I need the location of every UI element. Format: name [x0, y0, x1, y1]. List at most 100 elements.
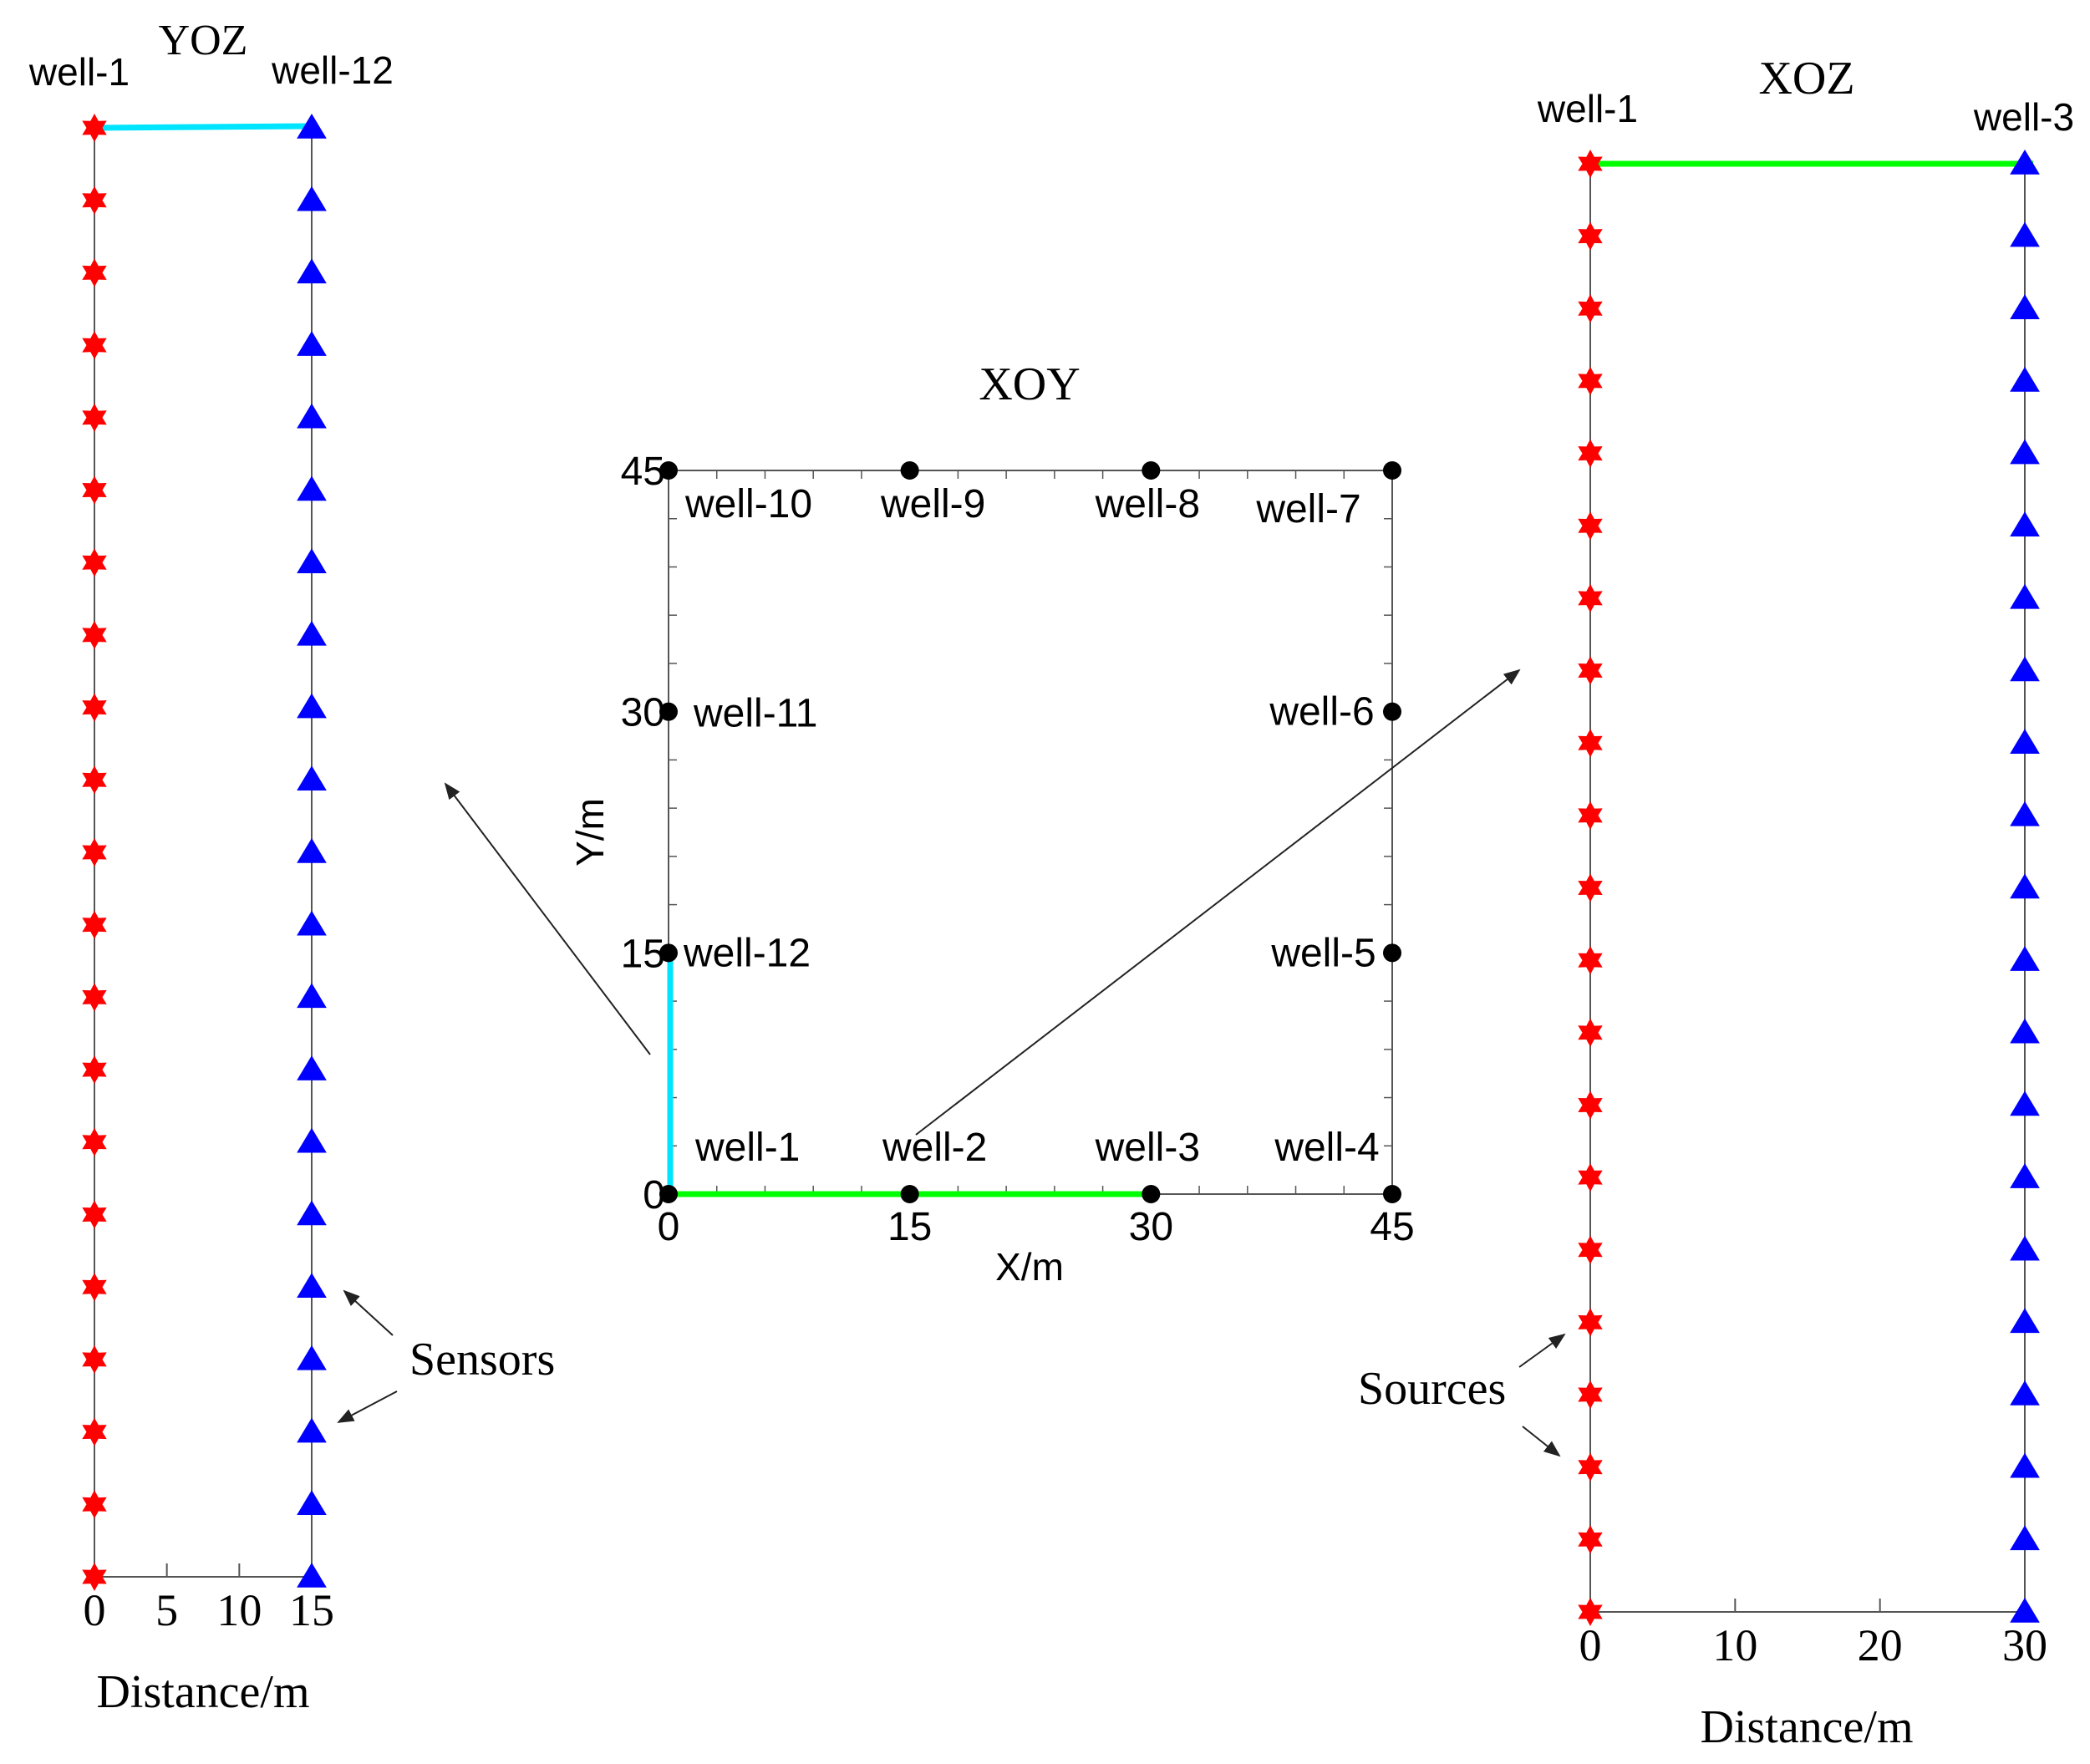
xoz-source-marker [1578, 294, 1603, 323]
yoz-x-tick-label: 10 [216, 1585, 262, 1635]
xoz-title: XOZ [1758, 53, 1854, 104]
xoy-x-tick-label: 15 [887, 1205, 932, 1249]
xoz-sensor-marker [2010, 511, 2040, 536]
yoz-source-marker [82, 548, 107, 577]
xoz-left-well-label: well-1 [1537, 87, 1638, 130]
xoy-well-label: well-11 [693, 692, 818, 736]
xoz-source-marker [1578, 1452, 1603, 1482]
yoz-source-marker [82, 1273, 107, 1302]
xoz-right-well-label: well-3 [1973, 95, 2074, 139]
xoz-source-marker [1578, 1163, 1603, 1192]
yoz-sensor-marker [297, 475, 327, 501]
xoy-well-dot [1383, 702, 1401, 721]
xoz-sensor-marker [2010, 439, 2040, 465]
yoz-sensor-markers [297, 114, 327, 1588]
yoz-sensor-marker [297, 838, 327, 863]
xoy-well-dot [900, 461, 919, 480]
xoy-plot-frame [668, 470, 1393, 1195]
yoz-source-marker [82, 186, 107, 215]
xoz-sensor-marker [2010, 1235, 2040, 1261]
xoz-x-axis-label: Distance/m [1700, 1701, 1913, 1753]
yoz-source-marker [82, 331, 107, 360]
xoz-sensor-marker [2010, 294, 2040, 320]
yoz-sensor-marker [297, 258, 327, 284]
xoz-source-marker [1578, 873, 1603, 902]
xoz-source-marker [1578, 946, 1603, 975]
xoz-x-tick-label: 20 [1858, 1620, 1903, 1670]
xoy-well-dot [900, 1185, 919, 1203]
xoy-y-tick-label: 30 [621, 691, 665, 735]
xoz-source-markers [1578, 150, 1603, 1626]
yoz-sensors-arrow-lower [337, 1390, 398, 1423]
xoz-sensor-marker [2010, 1598, 2040, 1623]
xoz-sensor-markers [2010, 150, 2040, 1623]
xoy-well-label: well-8 [1095, 482, 1200, 526]
yoz-sensor-marker [297, 1345, 327, 1370]
xoy-well-dot [1383, 943, 1401, 963]
xoy-well-label: well-5 [1270, 931, 1376, 975]
yoz-sensor-marker [297, 1055, 327, 1080]
xoy-well-dot [659, 461, 678, 480]
xoy-well-dot [1383, 1185, 1401, 1203]
yoz-sensor-marker [297, 1417, 327, 1443]
xoz-source-marker [1578, 150, 1603, 178]
yoz-source-marker [82, 910, 107, 939]
xoz-x-tick-label: 0 [1579, 1620, 1602, 1670]
yoz-sensor-marker [297, 548, 327, 573]
xoy-x-tick-label: 0 [658, 1205, 680, 1249]
yoz-sensor-marker [297, 1127, 327, 1153]
xoy-well-dot [659, 1185, 678, 1203]
xoy-well-dot [659, 943, 678, 963]
xoz-source-marker [1578, 729, 1603, 758]
xoz-sensor-marker [2010, 1452, 2040, 1478]
yoz-sensors-annotation: Sensors [409, 1334, 555, 1385]
xoy-well-label: well-4 [1274, 1126, 1379, 1170]
yoz-source-marker [82, 1345, 107, 1374]
xoz-sensor-marker [2010, 873, 2040, 899]
xoz-sources-arrow-lower [1522, 1426, 1561, 1457]
yoz-left-well-label: well-1 [28, 50, 130, 94]
xoz-sources-annotation: Sources [1358, 1363, 1506, 1415]
xoz-sensor-marker [2010, 729, 2040, 754]
yoz-source-marker [82, 1127, 107, 1157]
xoz-sensor-marker [2010, 1090, 2040, 1116]
xoy-arrow-to-yoz [444, 782, 651, 1055]
yoz-source-marker [82, 403, 107, 432]
xoy-well-label: well-12 [683, 931, 811, 975]
xoy-y-tick-label: 45 [621, 450, 665, 494]
yoz-sensor-marker [297, 693, 327, 719]
xoy-x-tick-label: 30 [1129, 1205, 1173, 1249]
xoy-well-label: well-10 [684, 482, 812, 526]
xoy-arrow-to-xoz [915, 668, 1521, 1136]
yoz-source-marker [82, 1200, 107, 1229]
yoz-sensor-marker [297, 114, 327, 139]
yoz-source-marker [82, 114, 107, 142]
xoz-sensor-marker [2010, 150, 2040, 175]
xoy-well-label: well-1 [694, 1126, 800, 1170]
yoz-sensor-marker [297, 1273, 327, 1298]
xoy-well-dot [1383, 461, 1401, 480]
yoz-sensor-marker [297, 403, 327, 429]
xoy-x-tick-label: 45 [1370, 1205, 1414, 1249]
yoz-sensor-marker [297, 186, 327, 211]
xoz-source-marker [1578, 1525, 1603, 1554]
yoz-title: YOZ [159, 17, 248, 64]
yoz-right-well-label: well-12 [271, 48, 394, 92]
yoz-source-marker [82, 1055, 107, 1085]
yoz-x-tick-label: 0 [84, 1585, 106, 1635]
xoz-sensor-marker [2010, 1163, 2040, 1188]
xoz-sources-arrow-upper [1518, 1333, 1566, 1368]
yoz-source-marker [82, 693, 107, 722]
xoz-source-marker [1578, 511, 1603, 541]
xoz-source-marker [1578, 656, 1603, 685]
xoz-sensor-marker [2010, 1525, 2040, 1551]
xoy-well-markers [659, 461, 1401, 1203]
xoz-source-marker [1578, 1235, 1603, 1264]
xoy-well-label: well-9 [880, 482, 985, 526]
